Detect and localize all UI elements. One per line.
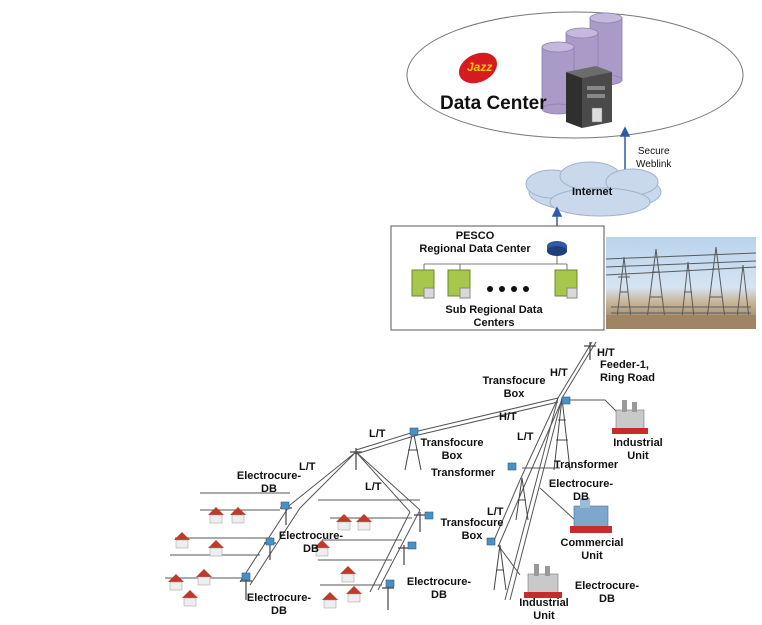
substation-photo <box>606 237 756 329</box>
transformer-mid-label: Transformer <box>431 467 496 479</box>
ht-feeder-label: H/T <box>597 347 615 359</box>
internet-label: Internet <box>572 186 613 198</box>
regional-tree-lines <box>423 256 568 270</box>
router-icon <box>547 241 567 256</box>
electrocure-top-left-label: Electrocure-DB <box>236 470 302 495</box>
feeder-label: Feeder-1,Ring Road <box>600 359 655 384</box>
electrocure-right-bottom-label: Electrocure-DB <box>574 580 640 605</box>
transformer-right-label: Transformer <box>554 459 619 471</box>
lt-mid-label: L/T <box>365 481 382 493</box>
electrocure-right-top-label: Electrocure-DB <box>548 478 614 503</box>
tower-icon <box>493 544 507 591</box>
lt-right-label: L/T <box>517 431 534 443</box>
electrocure-mid-left-label: Electrocure-DB <box>278 530 344 555</box>
house-icon <box>168 507 372 609</box>
ellipsis-dots <box>487 286 529 292</box>
commercial-unit-icon <box>570 498 612 533</box>
lt-left-label: L/T <box>299 461 316 473</box>
ht-label-2: H/T <box>499 411 517 423</box>
data-center-title: Data Center <box>440 93 547 114</box>
sub-server-icon <box>411 269 435 299</box>
electrocure-bottom-left-label: Electrocure-DB <box>246 592 312 617</box>
electrocure-bottom-mid-label: Electrocure-DB <box>406 576 472 601</box>
industrial-unit-icon <box>524 564 562 598</box>
ht-label-1: H/T <box>550 367 568 379</box>
jazz-logo-text: Jazz <box>467 60 493 74</box>
lt-low-label: L/T <box>487 506 504 518</box>
tower-icon <box>515 477 529 521</box>
sub-server-icon <box>554 269 578 299</box>
jazz-logo <box>458 52 498 84</box>
power-lines <box>165 341 626 601</box>
server-icon <box>566 66 612 128</box>
substation-photo-drawing <box>606 246 756 329</box>
internet-cloud <box>525 161 662 217</box>
lt-top-label: L/T <box>369 428 386 440</box>
industrial-unit-icon <box>612 400 648 434</box>
sub-server-icon <box>447 269 471 299</box>
meter-icon <box>241 396 571 588</box>
